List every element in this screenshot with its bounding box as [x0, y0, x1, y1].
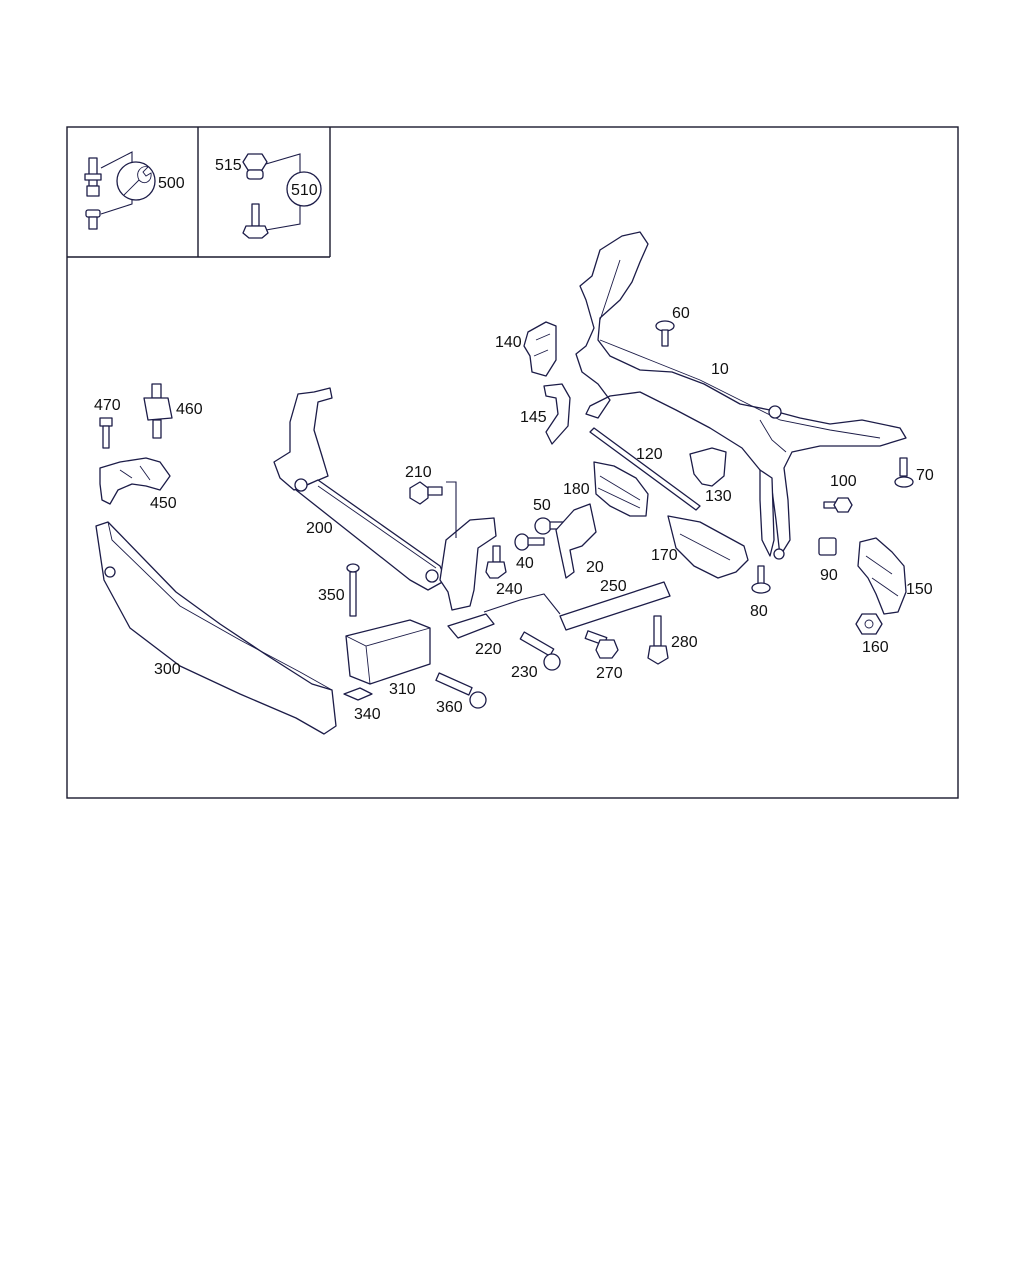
callout-170: 170 — [651, 547, 678, 564]
part-310-box-bracket — [345, 619, 431, 685]
part-80-screw — [751, 565, 771, 594]
callout-200: 200 — [306, 520, 333, 537]
part-230-bolt — [519, 631, 561, 671]
wrench-icon — [116, 161, 156, 201]
part-210-bolt — [409, 481, 457, 538]
part-240-bolt — [485, 545, 507, 579]
callout-20: 20 — [586, 559, 604, 576]
callout-140: 140 — [495, 334, 522, 351]
callout-470: 470 — [94, 397, 121, 414]
callout-230: 230 — [511, 664, 538, 681]
part-100-bolt — [823, 497, 853, 513]
callout-340: 340 — [354, 706, 381, 723]
callout-250: 250 — [600, 578, 627, 595]
callout-50: 50 — [533, 497, 551, 514]
callout-labels: 500 515 510 10 20 40 50 60 70 80 90 100 … — [94, 157, 934, 723]
callout-130: 130 — [705, 488, 732, 505]
bolt-icon — [84, 157, 102, 197]
part-120-seal-strip — [589, 427, 701, 511]
circle-badge-icon — [286, 171, 322, 207]
callout-515: 515 — [215, 157, 242, 174]
callout-310: 310 — [389, 681, 416, 698]
callout-160: 160 — [862, 639, 889, 656]
callout-120: 120 — [636, 446, 663, 463]
screw-icon — [242, 203, 269, 239]
part-145-bracket — [543, 383, 571, 445]
part-170-panel — [667, 515, 749, 579]
part-10-front-carrier — [575, 231, 907, 560]
callout-350: 350 — [318, 587, 345, 604]
part-40-bolt — [514, 533, 545, 551]
callout-240: 240 — [496, 581, 523, 598]
callout-210: 210 — [405, 464, 432, 481]
callout-300: 300 — [154, 661, 181, 678]
callout-70: 70 — [916, 467, 934, 484]
part-140-bracket — [523, 321, 557, 377]
part-20-latch — [555, 503, 597, 579]
part-280-bolt — [647, 615, 669, 665]
inset-500 — [84, 151, 156, 230]
part-60-screw — [655, 320, 675, 347]
callout-40: 40 — [516, 555, 534, 572]
callout-220: 220 — [475, 641, 502, 658]
part-200-frame-arm — [273, 387, 497, 611]
callout-180: 180 — [563, 481, 590, 498]
washer-icon — [85, 209, 101, 230]
part-220-bracket — [447, 613, 495, 639]
callout-10: 10 — [711, 361, 729, 378]
callout-500: 500 — [158, 175, 185, 192]
part-130-bracket — [689, 447, 727, 487]
callout-360: 360 — [436, 699, 463, 716]
part-180-air-duct — [593, 461, 649, 517]
part-250-rail — [483, 581, 671, 631]
inset-510 — [242, 153, 322, 239]
callout-90: 90 — [820, 567, 838, 584]
part-450-bracket — [99, 457, 171, 505]
part-340-plate — [343, 687, 373, 701]
callout-280: 280 — [671, 634, 698, 651]
part-460-mount — [143, 383, 173, 439]
callout-460: 460 — [176, 401, 203, 418]
callout-60: 60 — [672, 305, 690, 322]
diagram-frame — [66, 126, 959, 799]
callout-145: 145 — [520, 409, 547, 426]
callout-450: 450 — [150, 495, 177, 512]
part-350-long-bolt — [346, 563, 360, 617]
part-300-bumper-beam — [95, 521, 337, 735]
part-360-bolt — [435, 672, 487, 709]
part-270-bolt — [584, 630, 619, 659]
part-150-bracket — [857, 537, 907, 615]
part-470-bolt — [99, 417, 113, 449]
part-90-clip — [818, 537, 837, 556]
callout-150: 150 — [906, 581, 933, 598]
callout-510: 510 — [291, 182, 318, 199]
part-160-nut — [855, 613, 883, 635]
callout-100: 100 — [830, 473, 857, 490]
callout-270: 270 — [596, 665, 623, 682]
part-70-bolt — [894, 457, 914, 488]
nut-icon — [242, 153, 268, 180]
callout-80: 80 — [750, 603, 768, 620]
